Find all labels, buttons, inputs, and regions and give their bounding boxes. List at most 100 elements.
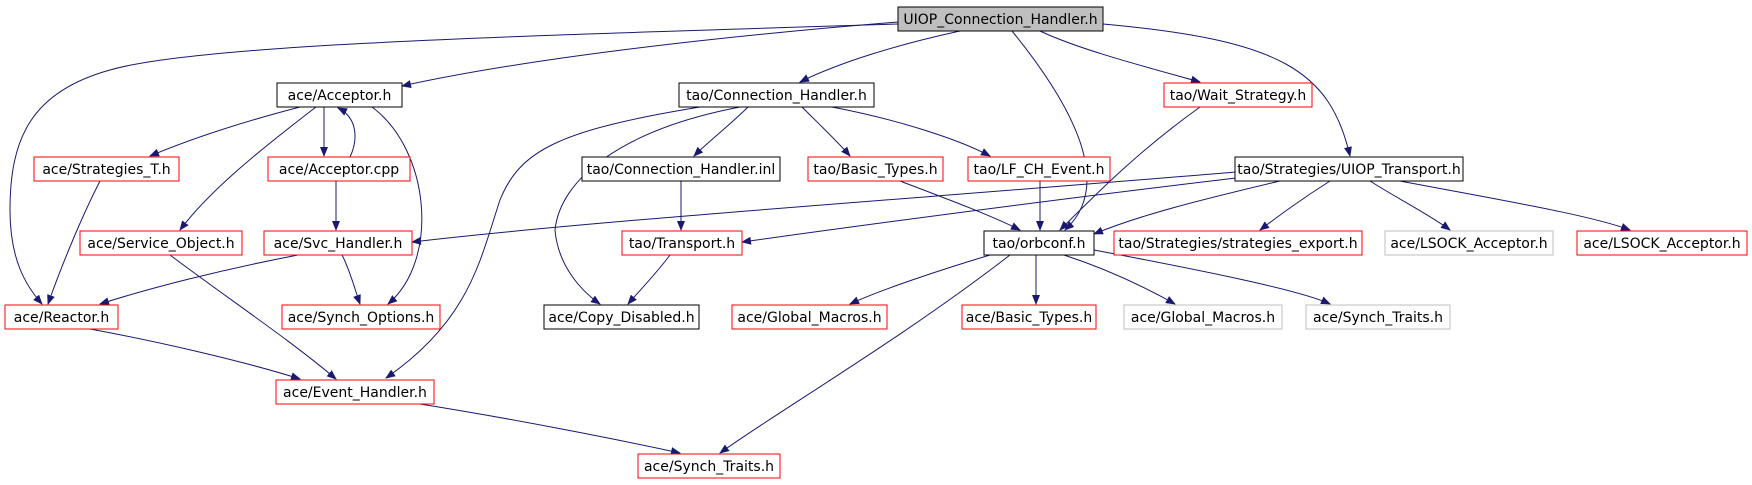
node-box [267,156,411,182]
node-box [961,304,1097,330]
graph-node[interactable]: ace/Basic_Types.h [961,304,1097,330]
node-label: ace/Global_Macros.h [1131,310,1275,326]
node-box [581,156,781,182]
graph-node[interactable]: tao/orbconf.h [983,230,1095,256]
graph-node[interactable]: ace/Event_Handler.h [275,379,435,405]
node-label: ace/Strategies_T.h [42,162,170,178]
edge-n0-to-n13 [1011,30,1088,231]
graph-node[interactable]: tao/Strategies/strategies_export.h [1113,230,1363,256]
node-box [983,230,1095,256]
graph-node[interactable]: ace/Strategies_T.h [33,156,180,182]
node-label: tao/LF_CH_Event.h [974,162,1105,178]
edge-n17-to-n24 [89,328,301,381]
node-box [33,156,180,182]
node-label: ace/Synch_Options.h [288,310,435,326]
node-label: ace/Copy_Disabled.h [548,310,694,326]
node-label: ace/Basic_Types.h [966,310,1092,326]
edge-n11-to-n18 [341,254,361,305]
node-label: tao/Connection_Handler.h [686,88,867,104]
graph-node[interactable]: ace/Acceptor.h [276,82,403,108]
edge-n1-to-n10 [179,106,317,231]
graph-node[interactable]: ace/Copy_Disabled.h [543,304,700,330]
node-label: ace/Service_Object.h [87,236,234,252]
node-box [4,304,119,330]
nodes-layer: UIOP_Connection_Handler.h ace/Acceptor.h t… [4,6,1748,479]
graph-root-node: UIOP_Connection_Handler.h [897,6,1104,32]
graph-node[interactable]: tao/Wait_Strategy.h [1163,82,1313,108]
graph-node[interactable]: ace/Reactor.h [4,304,119,330]
edge-n13-to-n20 [849,254,991,305]
node-label: tao/Wait_Strategy.h [1170,88,1307,104]
node-label: ace/Acceptor.cpp [279,162,399,178]
edge-n3-to-n13 [1059,106,1201,231]
node-box [543,304,700,330]
node-box [807,156,944,182]
node-label: ace/Reactor.h [14,310,109,326]
node-box [967,156,1111,182]
node-box [1113,230,1363,256]
edge-n0-to-n17 [9,23,899,305]
edge-n0-to-n1 [401,21,899,88]
node-box [731,304,888,330]
node-label: ace/Synch_Traits.h [1313,310,1443,326]
node-box [621,230,743,256]
edge-n2-to-n24 [385,106,701,379]
node-label: ace/Event_Handler.h [283,385,427,401]
graph-node[interactable]: ace/LSOCK_Acceptor.h [1384,230,1554,256]
graph-node[interactable]: ace/Svc_Handler.h [263,230,413,256]
graph-node[interactable]: ace/Service_Object.h [79,230,243,256]
edge-n2-to-n19 [554,106,741,305]
node-label: tao/Transport.h [629,236,735,252]
edge-n2-to-n6 [693,106,749,157]
graph-node[interactable]: tao/Basic_Types.h [807,156,944,182]
edge-n11-to-n17 [99,254,299,306]
edge-n9-to-n12 [741,177,1237,245]
node-box [1163,82,1313,108]
node-box [281,304,441,330]
edge-n13-to-n22 [1063,254,1176,305]
graph-node[interactable]: ace/Synch_Traits.h [637,453,781,479]
edge-n1-to-n18 [371,106,423,305]
edge-n2-to-n7 [801,106,851,157]
graph-node[interactable]: ace/Acceptor.cpp [267,156,411,182]
node-box [275,379,435,405]
graph-node[interactable]: tao/Transport.h [621,230,743,256]
graph-node[interactable]: ace/Global_Macros.h [1123,304,1283,330]
edge-n5-to-n1 [337,107,356,158]
edge-n0-to-n9 [1102,23,1352,157]
edge-n4-to-n17 [47,180,101,305]
node-label: tao/orbconf.h [993,236,1086,252]
node-label: tao/Basic_Types.h [813,162,937,178]
node-box [263,230,413,256]
graph-node[interactable]: ace/LSOCK_Acceptor.h [1576,230,1748,256]
node-label: ace/Global_Macros.h [737,310,881,326]
graph-node[interactable]: tao/Connection_Handler.h [678,82,875,108]
edge-n9-to-n13 [1093,180,1281,235]
edge-n24-to-n25 [419,403,681,456]
edge-n9-to-n15 [1369,180,1451,231]
edge-n10-to-n24 [169,254,337,380]
graph-node[interactable]: tao/LF_CH_Event.h [967,156,1111,182]
node-box [1576,230,1748,256]
node-box [1384,230,1554,256]
edge-n7-to-n13 [899,180,1021,231]
node-label: tao/Strategies/strategies_export.h [1118,236,1357,252]
edge-n13-to-n25 [719,254,1011,454]
node-label: ace/LSOCK_Acceptor.h [1583,236,1740,252]
node-box [1305,304,1451,330]
edge-n2-to-n8 [831,106,991,157]
edges-layer [9,21,1631,456]
graph-node[interactable]: ace/Synch_Options.h [281,304,441,330]
node-label: ace/Acceptor.h [288,88,392,104]
edge-n1-to-n4 [149,106,301,157]
node-box [897,6,1104,32]
node-label: UIOP_Connection_Handler.h [903,12,1097,28]
edge-n9-to-n14 [1259,180,1331,231]
graph-node[interactable]: ace/Synch_Traits.h [1305,304,1451,330]
graph-node[interactable]: ace/Global_Macros.h [731,304,888,330]
graph-node[interactable]: tao/Strategies/UIOP_Transport.h [1234,156,1464,182]
node-box [79,230,243,256]
graph-node[interactable]: tao/Connection_Handler.inl [581,156,781,182]
edge-n12-to-n19 [627,254,671,305]
